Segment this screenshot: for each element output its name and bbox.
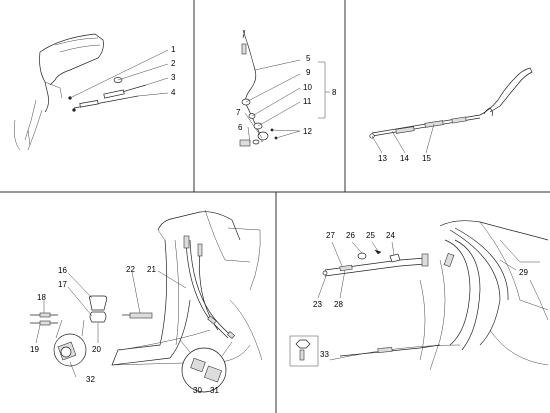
callout-25: 25 [366,231,375,240]
callout-9: 9 [306,68,311,77]
callout-13: 13 [378,154,387,163]
panel-4-frame-cables [30,209,263,393]
callout-15: 15 [422,154,431,163]
callout-2: 2 [171,59,176,68]
callout-33: 33 [320,350,329,359]
callout-21: 21 [147,265,156,274]
callout-4: 4 [171,88,176,97]
callout-7: 7 [236,108,241,117]
callout-28: 28 [334,300,343,309]
callout-19: 19 [30,345,39,354]
callout-17: 17 [58,280,67,289]
panel-5-frame-cables [289,220,549,371]
panel-2-throttle-cable [239,29,330,147]
callout-10: 10 [303,83,312,92]
callout-5: 5 [306,54,311,63]
callout-8: 8 [332,88,337,97]
panel-3-brake-cable [369,67,533,154]
panel-1-cable-assembly [13,33,169,151]
callout-1: 1 [171,45,176,54]
callout-16: 16 [58,266,67,275]
callout-20: 20 [92,345,101,354]
callout-14: 14 [400,154,409,163]
callout-12: 12 [303,127,312,136]
callout-3: 3 [171,73,176,82]
callout-22: 22 [126,265,135,274]
callout-24: 24 [386,231,395,240]
callout-29: 29 [519,268,528,277]
callout-6: 6 [238,123,243,132]
callout-30: 30 [193,386,202,395]
callout-23: 23 [313,300,322,309]
callout-18: 18 [37,293,46,302]
callout-31: 31 [210,386,219,395]
callout-11: 11 [303,97,312,106]
callout-32: 32 [86,375,95,384]
callout-26: 26 [346,231,355,240]
callout-27: 27 [326,231,335,240]
